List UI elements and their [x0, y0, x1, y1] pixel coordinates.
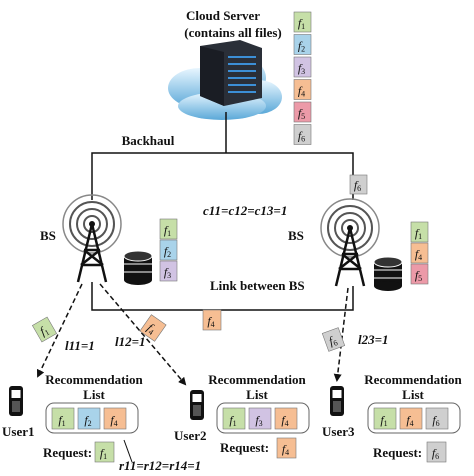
file-chip-f6: f6 — [426, 441, 447, 463]
file-chip-f2: f2 — [293, 34, 312, 55]
link-label: Link between BS — [210, 278, 305, 293]
user2-list-title: List — [246, 387, 268, 402]
file-chip-f6: f6 — [425, 407, 449, 430]
user1-name: User1 — [2, 424, 35, 439]
file-chip-f1: f1 — [31, 316, 58, 343]
file-chip-label: f3 — [298, 61, 305, 76]
file-chip-f1: f1 — [51, 407, 75, 430]
file-chip-label: f1 — [58, 413, 65, 428]
bs-left-label: BS — [40, 228, 56, 243]
file-chip-f1: f1 — [159, 218, 178, 240]
file-chip-f6: f6 — [321, 327, 346, 352]
file-chip-label: f6 — [298, 129, 305, 144]
file-chip-f6: f6 — [349, 174, 368, 195]
file-chip-f2: f2 — [159, 239, 178, 261]
file-chip-f2: f2 — [77, 407, 101, 430]
database-icon — [123, 250, 153, 285]
user1-recommendation-title: Recommendation — [45, 372, 143, 387]
phone-icon — [9, 386, 23, 416]
user3-list-frame — [367, 402, 461, 434]
user1-list-frame — [45, 402, 139, 434]
file-chip-f4: f4 — [276, 437, 297, 459]
file-chip-f4: f4 — [139, 314, 167, 342]
file-chip-label: f6 — [432, 446, 439, 461]
tower-icon — [62, 194, 122, 283]
phone-icon — [190, 390, 204, 420]
file-chip-label: f1 — [100, 446, 107, 461]
user1-list-title: List — [83, 387, 105, 402]
user3-name: User3 — [322, 424, 355, 439]
user3-list-title: List — [402, 387, 424, 402]
file-chip-f1: f1 — [222, 407, 246, 430]
file-chip-f1: f1 — [373, 407, 397, 430]
file-chip-label: f1 — [298, 16, 305, 31]
user3-request-label: Request: — [373, 445, 422, 460]
file-chip-label: f2 — [164, 244, 171, 259]
file-chip-label: f5 — [415, 268, 422, 283]
cache-equation: c11=c12=c13=1 — [203, 203, 287, 218]
user2-recommendation-title: Recommendation — [208, 372, 306, 387]
l23-label: l23=1 — [358, 332, 389, 347]
file-chip-f5: f5 — [293, 101, 312, 123]
file-chip-label: f1 — [229, 413, 236, 428]
file-chip-label: f5 — [298, 106, 305, 121]
file-chip-label: f4 — [282, 442, 289, 457]
file-chip-f1: f1 — [410, 221, 429, 243]
file-chip-label: f2 — [84, 413, 91, 428]
cloud-server-icon — [168, 40, 282, 120]
server-subtitle: (contains all files) — [184, 25, 282, 40]
user2-name: User2 — [174, 428, 207, 443]
l11-label: l11=1 — [65, 338, 95, 353]
bs-right-label: BS — [288, 228, 304, 243]
user1-request-label: Request: — [43, 445, 92, 460]
file-chip-label: f4 — [406, 413, 413, 428]
file-chip-f3: f3 — [159, 260, 178, 282]
file-chip-label: f1 — [164, 223, 171, 238]
file-chips: f1 f2 f3 f4 f5 f6 f1 f2 f3 f1 f4 f5 f6 f4 f1 f4 f6 f1 f2 f4… — [31, 11, 449, 463]
file-chip-f4: f4 — [274, 407, 298, 430]
file-chip-label: f1 — [380, 413, 387, 428]
file-chip-f1: f1 — [293, 11, 312, 33]
file-chip-label: f2 — [298, 39, 305, 54]
tower-icon — [320, 198, 380, 287]
file-chip-f1: f1 — [94, 441, 115, 463]
phone-icon — [330, 386, 344, 416]
file-chip-label: f4 — [281, 413, 288, 428]
file-chip-label: f4 — [298, 84, 305, 99]
request-equation: r11=r12=r14=1 — [119, 458, 201, 473]
file-chip-label: f1 — [415, 226, 422, 241]
file-chip-f5: f5 — [410, 263, 429, 285]
backhaul-label: Backhaul — [122, 133, 175, 148]
file-chip-label: f6 — [432, 413, 439, 428]
backhaul-lines — [91, 112, 354, 200]
file-chip-f4: f4 — [293, 79, 312, 100]
file-chip-label: f4 — [110, 413, 117, 428]
file-chip-f3: f3 — [293, 56, 312, 78]
r-leader-line — [123, 439, 133, 463]
file-chip-f3: f3 — [248, 407, 272, 430]
file-chip-f4: f4 — [410, 242, 429, 264]
file-chip-label: f3 — [255, 413, 262, 428]
file-chip-f6: f6 — [293, 124, 312, 145]
server-title: Cloud Server — [186, 8, 260, 23]
file-chip-label: f4 — [415, 247, 422, 262]
user2-list-frame — [216, 402, 310, 434]
file-chip-f4: f4 — [103, 407, 127, 430]
file-chip-label: f3 — [164, 265, 171, 280]
user3-recommendation-title: Recommendation — [364, 372, 462, 387]
file-chip-f4: f4 — [399, 407, 423, 430]
file-chip-f4: f4 — [202, 309, 222, 331]
database-icon — [373, 256, 403, 291]
downlink-arrows — [36, 283, 349, 386]
l12-label: l12=1 — [115, 334, 146, 349]
user2-request-label: Request: — [220, 440, 269, 455]
file-chip-label: f6 — [354, 178, 361, 193]
bs-link-line — [91, 282, 354, 311]
file-chip-label: f4 — [207, 314, 214, 329]
